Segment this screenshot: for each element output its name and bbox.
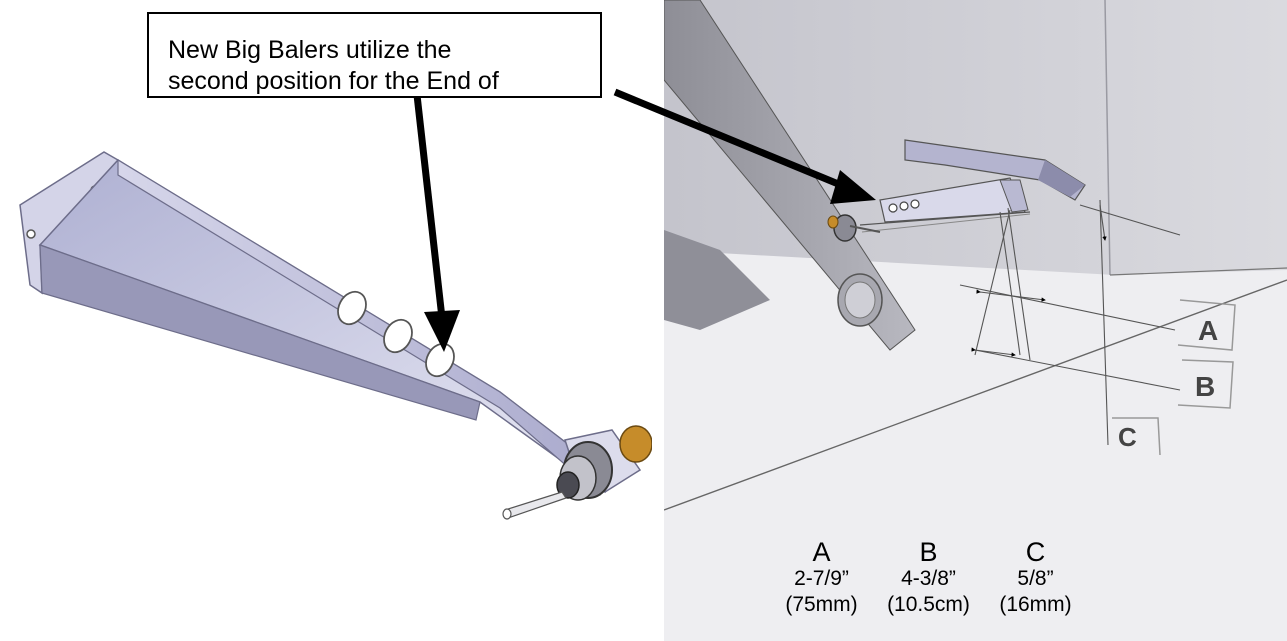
dimension-table: A 2-7/9” (75mm) B 4-3/8” (10.5cm) C 5/8”… [768,538,1089,618]
dimension-label-c: C [1112,417,1161,456]
dimension-label-a: A [1177,299,1236,351]
dimension-letter: C [1025,537,1046,567]
dimension-metric: (16mm) [999,593,1072,616]
label-b-text: B [1195,371,1215,402]
callout-box: New Big Balers utilize the second positi… [147,12,602,98]
dimension-column-b: B 4-3/8” (10.5cm) [875,538,982,618]
dimension-imperial: 5/8” [1017,567,1054,590]
callout-arrow-right-head-icon [830,170,876,204]
label-a-text: A [1198,315,1218,346]
cable-end-icon [502,508,512,520]
sensor-brass-cap-icon [619,425,653,463]
dimension-column-c: C 5/8” (16mm) [982,538,1089,618]
dimension-letter: B [919,537,938,567]
label-c-text: C [1118,422,1137,452]
bracket-arm-top [38,159,613,494]
sensor-cable [504,491,567,519]
dimension-imperial: 4-3/8” [901,567,956,590]
mounted-hole-icon [910,199,920,209]
callout-arrow-right [613,88,850,192]
dimension-letter: A [812,537,831,567]
dimension-lines [959,199,1181,446]
floor-plane [664,180,1287,641]
adjustment-hole-1-icon [337,290,367,326]
callout-text: New Big Balers utilize the second positi… [168,35,598,96]
dimension-metric: (10.5cm) [887,593,970,616]
dimension-label-b: B [1177,359,1234,409]
adjustment-hole-2-icon [383,318,413,354]
sensor-connector-icon [556,471,580,499]
callout-line-1: New Big Balers utilize the [168,36,452,64]
dimension-column-a: A 2-7/9” (75mm) [768,538,875,618]
mounted-assembly-view: A B C [663,0,1287,641]
dimension-imperial: 2-7/9” [794,567,849,590]
callout-arrow-left [413,94,446,319]
callout-line-2: second position for the End of [168,67,499,95]
callout-arrows [413,88,876,352]
callout-arrow-left-head-icon [424,310,460,352]
dimension-metric: (75mm) [785,593,858,616]
mounted-hole-icon [888,203,898,213]
mounted-hole-icon [899,201,909,211]
flange-hole-icon [26,229,36,239]
bracket-web [39,244,481,421]
adjustment-hole-3-icon [425,342,455,378]
bracket-detail-view [19,151,653,520]
